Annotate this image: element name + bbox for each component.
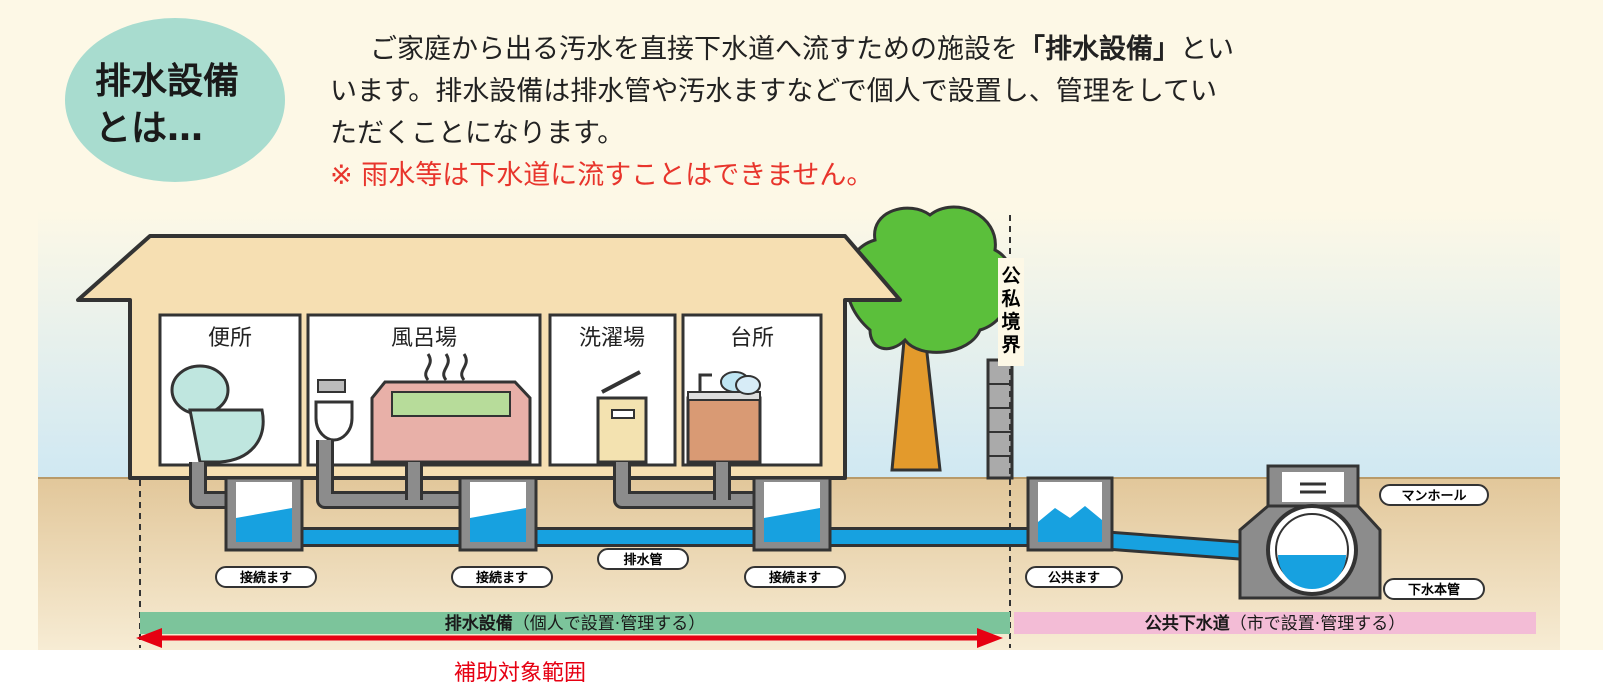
public-bar-rest: （市で設置·管理する） <box>1230 614 1405 634</box>
intro-paragraph: ご家庭から出る汚水を直接下水道へ流すための施設を「排水設備」とい います。排水設… <box>330 33 1234 191</box>
connection-basin-1 <box>224 476 304 552</box>
intro-line3: ただくことになります。 <box>330 118 624 149</box>
label-main-sewer: 下水本管 <box>1383 578 1485 600</box>
svg-text:排水設備（個人で設置·管理する）: 排水設備（個人で設置·管理する） <box>445 613 705 634</box>
room-bath-label: 風呂場 <box>391 326 457 351</box>
house-drain-pipes <box>189 440 765 509</box>
label-public-basin-text: 公共ます <box>1048 570 1100 586</box>
connection-basin-3 <box>752 476 832 552</box>
svg-text:公共下水道（市で設置·管理する）: 公共下水道（市で設置·管理する） <box>1145 613 1405 634</box>
connection-basin-2 <box>458 476 538 552</box>
label-manhole-text: マンホール <box>1401 489 1466 504</box>
manhole <box>1238 464 1382 600</box>
label-drain-pipe: 排水管 <box>597 548 689 570</box>
intro-line1-pre: ご家庭から出る汚水を直接下水道へ流すための施設を <box>370 34 1018 65</box>
label-connect-1: 接続ます <box>215 566 317 588</box>
label-public-basin: 公共ます <box>1025 566 1123 588</box>
bathtub-icon <box>370 353 532 464</box>
tree <box>844 205 1015 472</box>
public-basin <box>1026 476 1114 552</box>
room-toilet-label: 便所 <box>208 326 252 351</box>
boundary-char-2: 私 <box>1001 288 1020 310</box>
intro-line1-bold: 「排水設備」 <box>1018 33 1180 65</box>
bottom-margin <box>0 650 1603 694</box>
label-connect-3-text: 接続ます <box>769 570 821 586</box>
intro-note: ※ 雨水等は下水道に流すことはできません。 <box>330 160 873 191</box>
subsidy-range-arrow <box>136 628 1003 648</box>
public-sewer-bar: 公共下水道（市で設置·管理する） <box>1014 612 1536 634</box>
intro-line2: います。排水設備は排水管や汚水ますなどで個人で設置し、管理をしてい <box>330 76 1217 107</box>
label-connect-1-text: 接続ます <box>240 570 292 586</box>
room-laundry-label: 洗濯場 <box>579 326 645 351</box>
room-kitchen-label: 台所 <box>730 326 774 351</box>
heading-line2: とは… <box>95 108 203 149</box>
toilet-icon <box>170 364 265 464</box>
sink-icon <box>314 379 354 442</box>
private-bar-bold: 排水設備 <box>445 613 513 634</box>
intro-line1-post: とい <box>1180 34 1234 65</box>
boundary-char-3: 境 <box>1001 310 1020 333</box>
public-bar-bold: 公共下水道 <box>1145 613 1230 634</box>
heading-badge: 排水設備 とは… <box>65 18 285 182</box>
boundary-char-1: 公 <box>1001 265 1020 287</box>
label-connect-2: 接続ます <box>451 566 553 588</box>
private-facility-bar: 排水設備（個人で設置·管理する） <box>140 612 1010 634</box>
boundary-label: 公 私 境 界 <box>998 258 1024 366</box>
svg-text:ご家庭から出る汚水を直接下水道へ流すための施設を「排水設備」: ご家庭から出る汚水を直接下水道へ流すための施設を「排水設備」とい <box>370 33 1234 65</box>
label-connect-2-text: 接続ます <box>476 570 528 586</box>
kitchen-sink-icon <box>686 371 762 464</box>
boundary-char-4: 界 <box>1001 334 1020 356</box>
private-bar-rest: （個人で設置·管理する） <box>513 614 705 634</box>
label-connect-3: 接続ます <box>744 566 846 588</box>
boundary-wall <box>986 358 1014 480</box>
label-main-sewer-text: 下水本管 <box>1408 582 1460 598</box>
subsidy-caption: 補助対象範囲 <box>454 661 586 686</box>
label-manhole: マンホール <box>1379 484 1489 506</box>
label-drain-pipe-text: 排水管 <box>623 552 662 568</box>
heading-line1: 排水設備 <box>95 61 239 102</box>
house: 便所 風呂場 洗濯場 台所 <box>76 234 902 480</box>
